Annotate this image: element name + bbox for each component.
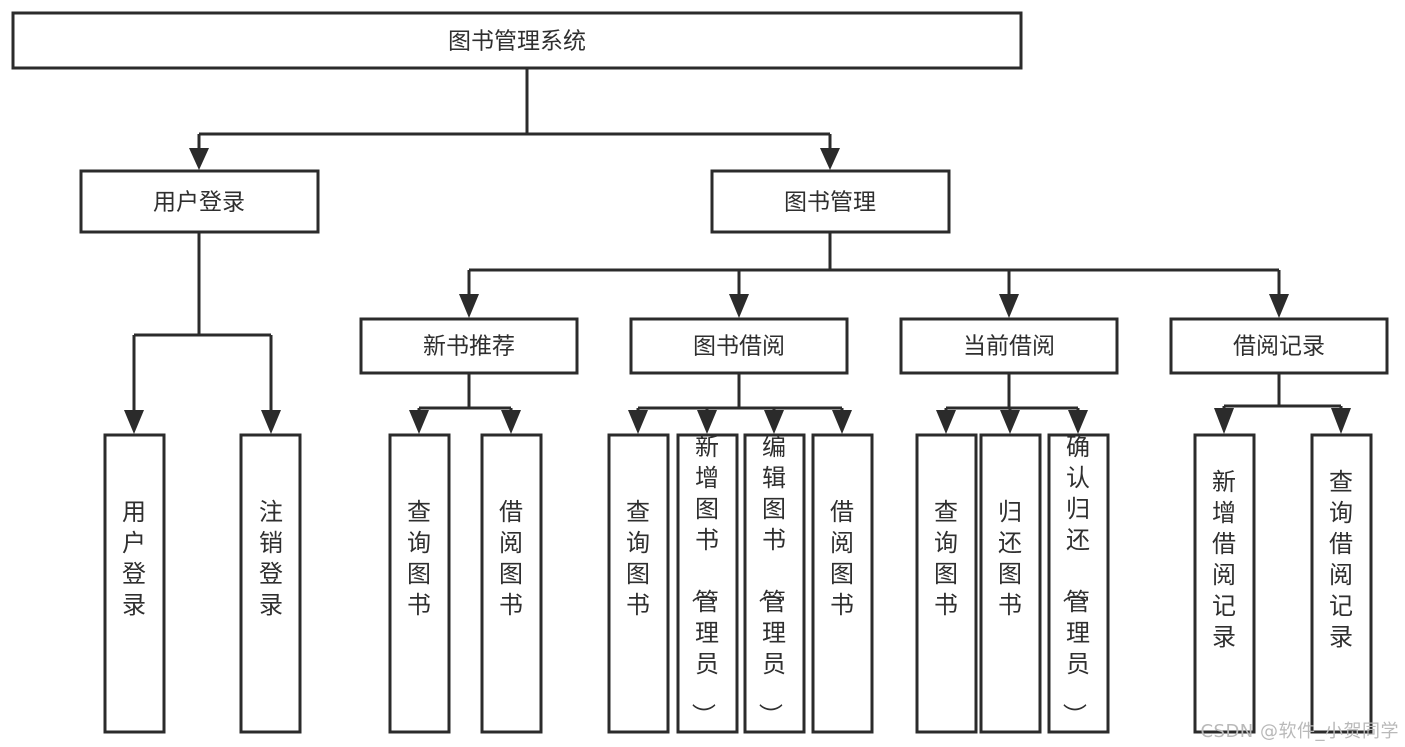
node-user-login-box[interactable] <box>79 169 320 234</box>
node-book-management-label: 图书管理 <box>784 190 876 216</box>
arrow-head-new-book-recommend <box>459 294 479 318</box>
node-leaf-user-logout-box[interactable] <box>239 433 302 734</box>
node-new-book-recommend-box[interactable] <box>359 317 579 375</box>
node-leaf-user-logout-label: 注销登录 <box>259 498 283 619</box>
node-current-borrow-label: 当前借阅 <box>963 334 1055 360</box>
node-leaf-query-book-2-box[interactable] <box>607 433 670 734</box>
node-borrow-record-label: 借阅记录 <box>1233 334 1325 360</box>
node-leaf-borrow-book-1[interactable]: 借阅图书 <box>480 433 543 734</box>
node-current-borrow-box[interactable] <box>899 317 1119 375</box>
node-leaf-query-book-2-label: 查询图书 <box>626 498 650 619</box>
node-current-borrow[interactable]: 当前借阅 <box>899 317 1119 375</box>
node-leaf-user-login-label: 用户登录 <box>122 498 146 619</box>
node-leaf-user-login-box[interactable] <box>103 433 166 734</box>
node-leaf-confirm-return[interactable]: 确认归还（管理员） <box>1047 433 1110 734</box>
node-leaf-query-book-3-box[interactable] <box>915 433 978 734</box>
arrow-head-leaf-add-book <box>697 410 717 434</box>
connector-layer <box>124 68 1351 434</box>
csdn-watermark: CSDN @软件_小贺同学 <box>1200 721 1399 742</box>
arrow-head-leaf-borrow-book-2 <box>832 410 852 434</box>
node-leaf-query-record[interactable]: 查询借阅记录 <box>1310 433 1373 734</box>
arrow-head-leaf-confirm-return <box>1068 410 1088 434</box>
node-leaf-edit-book[interactable]: 编辑图书（管理员） <box>743 433 806 734</box>
node-leaf-query-book-3[interactable]: 查询图书 <box>915 433 978 734</box>
node-leaf-add-record[interactable]: 新增借阅记录 <box>1193 433 1256 734</box>
arrow-head-leaf-query-book-1 <box>409 410 429 434</box>
node-leaf-query-record-box[interactable] <box>1310 433 1373 734</box>
node-leaf-borrow-book-1-box[interactable] <box>480 433 543 734</box>
node-leaf-confirm-return-label: 确认归还（管理员） <box>1060 433 1090 727</box>
node-leaf-borrow-book-2-box[interactable] <box>811 433 874 734</box>
arrow-head-leaf-query-book-3 <box>936 410 956 434</box>
node-leaf-user-login[interactable]: 用户登录 <box>103 433 166 734</box>
node-new-book-recommend-label: 新书推荐 <box>423 334 515 360</box>
arrow-head-book-management <box>820 148 840 170</box>
arrow-head-leaf-query-record <box>1331 408 1351 434</box>
arrow-head-leaf-query-book-2 <box>628 410 648 434</box>
node-leaf-query-book-1[interactable]: 查询图书 <box>388 433 451 734</box>
arrow-head-current-borrow <box>999 294 1019 318</box>
arrow-head-leaf-return-book <box>1000 410 1020 434</box>
node-leaf-borrow-book-2-label: 借阅图书 <box>830 498 854 619</box>
node-user-login-label: 用户登录 <box>153 190 245 216</box>
node-user-login[interactable]: 用户登录 <box>79 169 320 234</box>
node-leaf-edit-book-box[interactable] <box>743 433 806 734</box>
node-leaf-add-record-box[interactable] <box>1193 433 1256 734</box>
node-leaf-query-record-label: 查询借阅记录 <box>1329 468 1353 651</box>
node-borrow-record[interactable]: 借阅记录 <box>1169 317 1389 375</box>
arrow-head-leaf-user-logout <box>261 410 281 434</box>
node-book-borrow-box[interactable] <box>629 317 849 375</box>
node-leaf-borrow-book-2[interactable]: 借阅图书 <box>811 433 874 734</box>
node-leaf-query-book-2[interactable]: 查询图书 <box>607 433 670 734</box>
node-leaf-query-book-1-box[interactable] <box>388 433 451 734</box>
node-leaf-add-book[interactable]: 新增图书（管理员） <box>676 433 739 734</box>
node-root[interactable]: 图书管理系统 <box>11 11 1023 70</box>
node-leaf-add-book-box[interactable] <box>676 433 739 734</box>
node-leaf-edit-book-label: 编辑图书（管理员） <box>756 433 786 727</box>
arrow-head-leaf-edit-book <box>764 410 784 434</box>
node-root-box[interactable] <box>11 11 1023 70</box>
node-book-borrow-label: 图书借阅 <box>693 334 785 360</box>
node-leaf-return-book-label: 归还图书 <box>998 498 1022 619</box>
arrow-head-borrow-record <box>1269 294 1289 318</box>
node-root-label: 图书管理系统 <box>448 29 586 55</box>
node-leaf-borrow-book-1-label: 借阅图书 <box>499 498 523 619</box>
node-book-borrow[interactable]: 图书借阅 <box>629 317 849 375</box>
node-leaf-confirm-return-box[interactable] <box>1047 433 1110 734</box>
node-borrow-record-box[interactable] <box>1169 317 1389 375</box>
arrow-head-leaf-borrow-book-1 <box>501 410 521 434</box>
node-leaf-return-book-box[interactable] <box>979 433 1042 734</box>
node-leaf-add-book-label: 新增图书（管理员） <box>689 433 719 727</box>
node-leaf-user-logout[interactable]: 注销登录 <box>239 433 302 734</box>
arrow-head-leaf-add-record <box>1214 408 1234 434</box>
node-leaf-return-book[interactable]: 归还图书 <box>979 433 1042 734</box>
arrow-head-book-borrow <box>729 294 749 318</box>
node-leaf-query-book-1-label: 查询图书 <box>407 498 431 619</box>
arrow-head-user-login <box>189 148 209 170</box>
node-leaf-query-book-3-label: 查询图书 <box>934 498 958 619</box>
node-new-book-recommend[interactable]: 新书推荐 <box>359 317 579 375</box>
node-book-management[interactable]: 图书管理 <box>710 169 951 234</box>
node-leaf-add-record-label: 新增借阅记录 <box>1212 468 1236 651</box>
arrow-head-leaf-user-login <box>124 410 144 434</box>
node-book-management-box[interactable] <box>710 169 951 234</box>
